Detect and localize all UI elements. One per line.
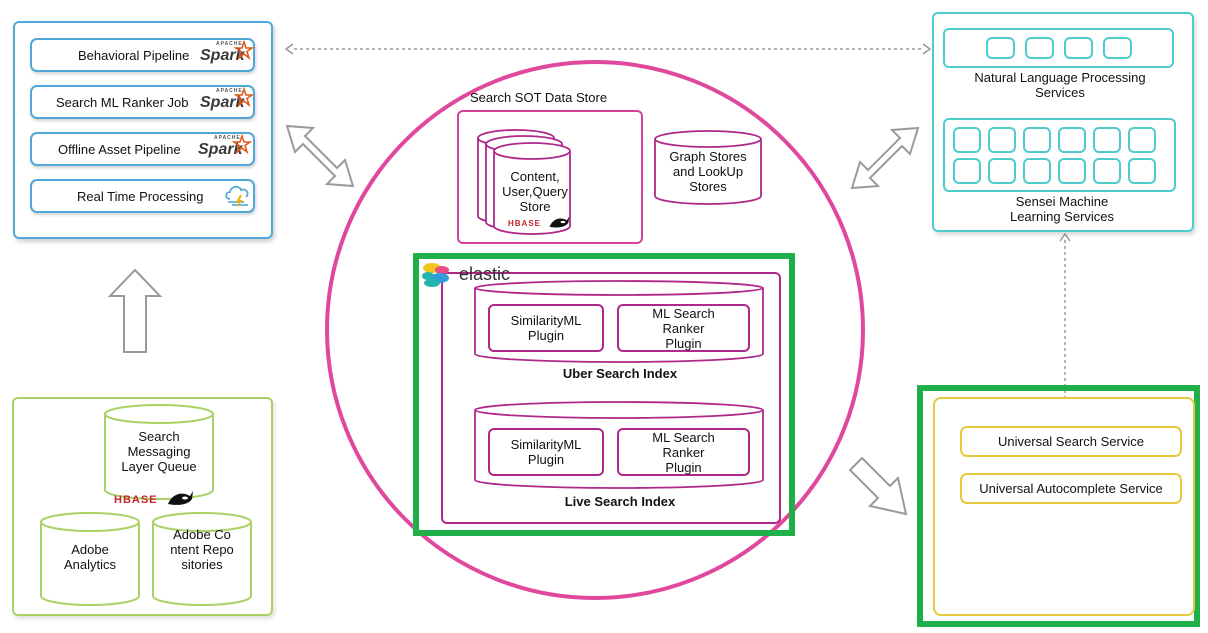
queue-cylinder	[104, 404, 214, 500]
live-similarity-plugin[interactable]: SimilarityML Plugin	[488, 428, 604, 476]
uber-similarity-plugin[interactable]: SimilarityML Plugin	[488, 304, 604, 352]
pipeline-search-ml-ranker[interactable]: Search ML Ranker Job	[30, 85, 255, 119]
apache-text: APACHE	[216, 88, 243, 94]
universal-search-label: Universal Search Service	[998, 434, 1144, 449]
center-services-double-arrow	[850, 126, 920, 190]
content-store-cylinders	[477, 129, 571, 235]
hbase-logo-text: HBASE	[508, 219, 542, 228]
sensei-cell	[1128, 158, 1156, 184]
content-store-label: Content, User,Query Store	[502, 169, 568, 214]
sources-panel	[12, 397, 273, 616]
services-panel	[932, 12, 1194, 232]
elastic-inner-panel	[441, 272, 781, 524]
pipeline-label: Behavioral Pipeline	[78, 47, 190, 63]
pipeline-label: Real Time Processing	[77, 188, 204, 204]
spark-star-icon	[233, 86, 255, 108]
universal-autocomplete-label: Universal Autocomplete Service	[979, 481, 1163, 496]
graph-store-label: Graph Stores and LookUp Stores	[669, 149, 747, 194]
plugin-label: SimilarityML Plugin	[510, 437, 582, 467]
analytics-cylinder	[40, 512, 140, 606]
sensei-cell	[953, 158, 981, 184]
sensei-cell	[988, 127, 1016, 153]
apache-text: APACHE	[216, 41, 243, 47]
elastic-logo-icon	[422, 263, 449, 287]
sensei-cell	[1093, 158, 1121, 184]
universal-inner-panel	[933, 397, 1195, 616]
hbase-logo: HBASE	[508, 214, 572, 232]
orca-icon	[168, 491, 193, 505]
live-ranker-plugin[interactable]: ML Search Ranker Plugin	[617, 428, 750, 476]
pipelines-panel	[13, 21, 273, 239]
nlp-cell	[1025, 37, 1054, 59]
spark-logo-text: Spark	[200, 47, 245, 64]
uber-index-label: Uber Search Index	[562, 366, 678, 381]
spark-logo-text: Spark	[200, 94, 245, 111]
graph-store-cylinder	[654, 130, 762, 205]
pipelines-center-double-arrow	[285, 124, 355, 188]
universal-autocomplete-service[interactable]: Universal Autocomplete Service	[960, 473, 1182, 504]
spark-logo: Spark APACHE	[200, 39, 256, 69]
nlp-cell	[1103, 37, 1132, 59]
live-index-label: Live Search Index	[564, 494, 676, 509]
plugin-label: SimilarityML Plugin	[510, 313, 582, 343]
analytics-label: Adobe Analytics	[63, 542, 117, 572]
sensei-cell	[1128, 127, 1156, 153]
universal-search-service[interactable]: Universal Search Service	[960, 426, 1182, 457]
dotted-connector-vertical	[1059, 232, 1071, 398]
repositories-label: Adobe Content Repositories	[170, 527, 234, 572]
sensei-cell	[1093, 127, 1121, 153]
spark-logo: Spark APACHE	[198, 133, 254, 163]
pipeline-label: Offline Asset Pipeline	[58, 141, 181, 157]
pipeline-label: Search ML Ranker Job	[56, 94, 189, 110]
sensei-cell	[1058, 158, 1086, 184]
pipeline-behavioral[interactable]: Behavioral Pipeline	[30, 38, 255, 72]
sot-title: Search SOT Data Store	[470, 90, 608, 105]
universal-frame	[917, 385, 1200, 627]
spark-star-icon	[233, 39, 255, 61]
nlp-cell	[1064, 37, 1093, 59]
hbase-logo: HBASE	[114, 488, 196, 510]
queue-label: Search Messaging Layer Queue	[121, 429, 197, 474]
sensei-label: Sensei Machine Learning Services	[1009, 194, 1115, 224]
uber-ranker-plugin[interactable]: ML Search Ranker Plugin	[617, 304, 750, 352]
plugin-label: ML Search Ranker Plugin	[652, 305, 715, 351]
pipeline-real-time[interactable]: Real Time Processing	[30, 179, 255, 213]
apache-text: APACHE	[214, 135, 241, 141]
sensei-cell	[953, 127, 981, 153]
sensei-cell	[1023, 158, 1051, 184]
spark-star-icon	[231, 133, 253, 155]
cloud-stream-icon	[225, 185, 249, 208]
dotted-connector-top	[284, 43, 932, 55]
orca-icon	[549, 216, 570, 228]
spark-logo: Spark APACHE	[200, 86, 256, 116]
plugin-label: ML Search Ranker Plugin	[652, 429, 715, 475]
nlp-label: Natural Language Processing Services	[974, 70, 1146, 100]
sensei-cell	[1023, 127, 1051, 153]
elastic-frame	[413, 253, 795, 536]
sensei-cell	[1058, 127, 1086, 153]
spark-logo-text: Spark	[198, 141, 243, 158]
nlp-cells-panel	[943, 28, 1174, 68]
sensei-cell	[988, 158, 1016, 184]
central-circle	[325, 60, 865, 600]
sensei-cells-panel	[943, 118, 1176, 192]
repositories-cylinder	[152, 512, 252, 606]
up-arrow	[107, 268, 163, 353]
center-universal-arrow	[848, 456, 908, 516]
pipeline-offline-asset[interactable]: Offline Asset Pipeline	[30, 132, 255, 166]
elastic-logo-text: elastic	[459, 264, 511, 284]
nlp-cell	[986, 37, 1015, 59]
hbase-logo-text: HBASE	[114, 494, 158, 506]
